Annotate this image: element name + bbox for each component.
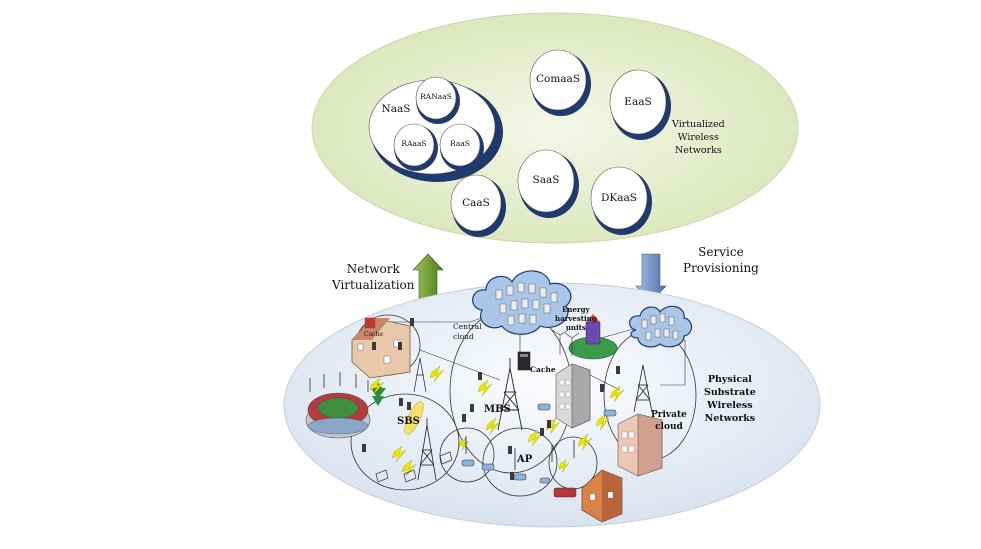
network-virtualization-label: Network Virtualization — [332, 262, 415, 292]
mbs-tower-icon — [497, 358, 523, 431]
laptop-devices — [375, 451, 453, 483]
private-building-icon — [617, 413, 663, 477]
sbs-tower-icon — [417, 418, 437, 481]
vehicles — [461, 403, 617, 484]
energy-harvesting-icon — [551, 314, 618, 360]
comaas-label: ComaaS — [535, 73, 581, 85]
virtualized-networks-label: Virtualized Wireless Networks — [672, 119, 725, 156]
private-cloud-icon — [629, 305, 693, 348]
cache-label-house: Cache — [364, 331, 383, 338]
house-building-icon — [351, 317, 411, 379]
raaas-label: RAaaS — [401, 139, 427, 148]
private-cloud-label: Private cloud — [651, 410, 687, 432]
dkaas-label: DKaaS — [601, 192, 637, 204]
eaas-label: EaaS — [624, 96, 652, 108]
ap-label: AP — [517, 454, 533, 465]
small-tower-icon — [413, 357, 427, 393]
stadium-icon — [305, 372, 371, 439]
train-icon — [553, 487, 577, 498]
central-cloud-icon — [472, 270, 572, 335]
sbs-label: SBS — [397, 416, 420, 427]
office-building-icon — [555, 363, 591, 429]
caas-label: CaaS — [462, 197, 490, 209]
private-tower-icon — [633, 364, 653, 413]
mbs-label: MBS — [484, 404, 511, 415]
raas-bubble — [439, 123, 484, 171]
central-cloud-label: Central cloud — [453, 322, 482, 341]
saas-label: SaaS — [532, 174, 560, 186]
virtualized-layer-ellipse — [311, 12, 799, 244]
eaas-bubble — [609, 69, 671, 140]
raas-label: RaaS — [450, 139, 470, 148]
cache-label-mbs: Cache — [530, 365, 556, 374]
ap-antenna-icon — [465, 436, 575, 470]
raaas-bubble — [393, 123, 438, 171]
station-building-icon — [581, 469, 623, 523]
wireless-links — [369, 365, 625, 477]
service-provisioning-label: Service Provisioning — [683, 245, 759, 275]
ranaas-bubble — [415, 76, 460, 124]
dkaas-bubble — [590, 166, 652, 235]
mobile-devices — [362, 318, 620, 480]
ranaas-label: RANaaS — [420, 92, 452, 101]
sbs-beam — [404, 401, 424, 435]
comaas-bubble — [529, 49, 591, 116]
cache-server-icon — [517, 351, 531, 371]
naas-label: NaaS — [381, 103, 411, 115]
physical-networks-label: Physical Substrate Wireless Networks — [704, 374, 756, 424]
energy-harvesting-label: Energy harvesting units — [555, 305, 597, 332]
saas-bubble — [517, 149, 579, 218]
caas-bubble — [450, 174, 506, 237]
